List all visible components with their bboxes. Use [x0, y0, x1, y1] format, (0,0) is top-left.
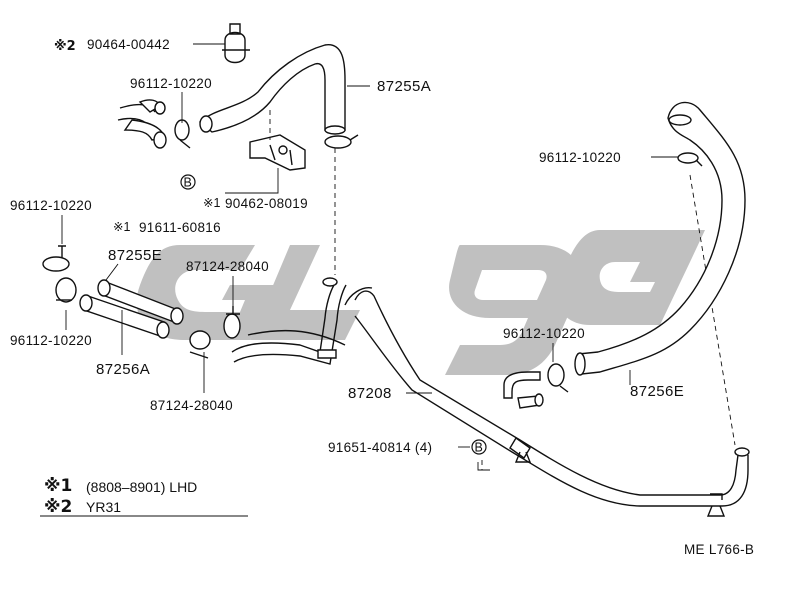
- clamp-mid-lower: [189, 330, 211, 359]
- label-87255e: 87255E: [108, 247, 162, 264]
- clamp-left-lower: [55, 277, 77, 303]
- clip-90464-00442: [222, 23, 250, 64]
- label-91611-60816: 91611-60816: [139, 220, 221, 235]
- label-mark-1-clip: ※1: [113, 220, 130, 234]
- svg-text:B: B: [475, 441, 483, 455]
- clamp-mid-upper: [223, 306, 241, 339]
- label-87208: 87208: [348, 385, 392, 402]
- clamp-right-upper: [677, 152, 703, 167]
- hose-87255e: [97, 279, 184, 325]
- elbow-pipe-right: [503, 371, 544, 409]
- label-96112-10220-b: 96112-10220: [539, 150, 621, 165]
- label-mark-1-bracket: ※1: [203, 196, 220, 210]
- label-96112-10220-c: 96112-10220: [10, 198, 92, 213]
- label-91651-40814: 91651-40814 (4): [328, 440, 432, 455]
- guide-line: [689, 174, 736, 446]
- label-90462-08019: 90462-08019: [225, 196, 308, 211]
- label-87256e: 87256E: [630, 383, 684, 400]
- label-96112-10220-e: 96112-10220: [503, 326, 585, 341]
- elbow-pipe-left: [117, 99, 167, 149]
- leader-lines: [61, 43, 678, 471]
- label-87256a: 87256A: [96, 361, 150, 378]
- pipe-87208: [231, 277, 750, 517]
- label-90464-00442: 90464-00442: [87, 37, 170, 52]
- hose-87255a: [198, 44, 346, 135]
- svg-text:YR31: YR31: [86, 499, 121, 515]
- svg-text:(8808–8901) LHD: (8808–8901) LHD: [86, 479, 197, 495]
- hose-87256a: [79, 294, 170, 339]
- hose-87256e: [574, 101, 746, 376]
- label-96112-10220-a: 96112-10220: [130, 76, 212, 91]
- ref-b-circle-top: B: [180, 174, 196, 190]
- note-2: ※2 YR31: [44, 497, 121, 517]
- svg-text:※2: ※2: [44, 497, 72, 517]
- label-mark-2-top: ※2: [54, 39, 76, 54]
- figure-code: ME L766-B: [684, 542, 754, 557]
- ref-b-circle-bottom: B: [471, 439, 487, 455]
- clamp-top-left: [174, 119, 191, 149]
- note-1: ※1 (8808–8901) LHD: [44, 476, 197, 496]
- svg-text:B: B: [184, 176, 192, 190]
- label-87255a: 87255A: [377, 78, 431, 95]
- label-96112-10220-d: 96112-10220: [10, 333, 92, 348]
- clamp-right-lower: [547, 363, 569, 393]
- label-87124-28040-b: 87124-28040: [150, 398, 233, 413]
- label-87124-28040-a: 87124-28040: [186, 259, 269, 274]
- bracket-90462-08019: [249, 134, 306, 171]
- clamp-top-right: [324, 134, 359, 149]
- svg-text:※1: ※1: [44, 476, 72, 496]
- clamp-left-upper: [42, 245, 70, 272]
